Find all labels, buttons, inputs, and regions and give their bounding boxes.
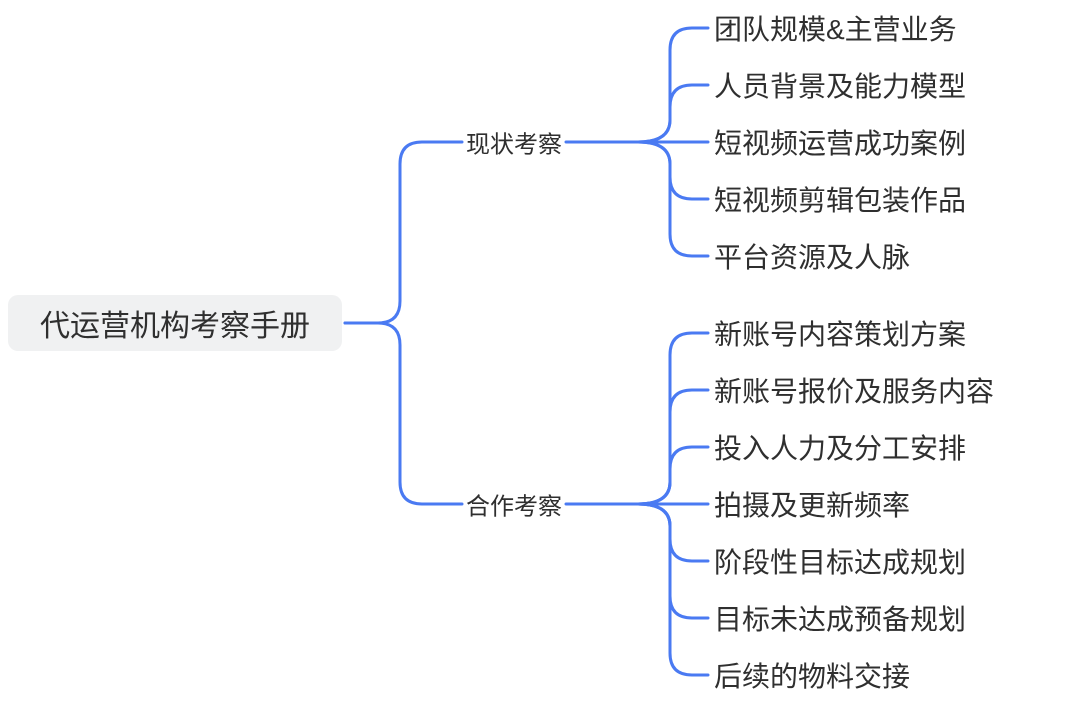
connector-branch1-child5 bbox=[636, 140, 710, 258]
connector-root-branch2 bbox=[343, 321, 464, 506]
connector-branch2-child7 bbox=[636, 502, 710, 677]
connector-branch2-child5 bbox=[636, 502, 710, 563]
leaf-node[interactable]: 阶段性目标达成规划 bbox=[714, 547, 967, 578]
branch-node-xianzhuang-kaocha[interactable]: 现状考察 bbox=[466, 131, 562, 159]
connector-branch1-child2 bbox=[636, 83, 710, 144]
connector-branch2-child3 bbox=[636, 445, 710, 506]
leaf-node[interactable]: 拍摄及更新频率 bbox=[714, 490, 911, 521]
connector-branch2-child1 bbox=[636, 331, 710, 506]
leaf-node[interactable]: 后续的物料交接 bbox=[714, 661, 911, 692]
leaf-node[interactable]: 投入人力及分工安排 bbox=[714, 433, 967, 464]
leaf-node[interactable]: 人员背景及能力模型 bbox=[714, 71, 967, 102]
leaf-node[interactable]: 平台资源及人脉 bbox=[714, 242, 911, 273]
leaf-node[interactable]: 团队规模&主营业务 bbox=[714, 14, 957, 45]
leaf-node[interactable]: 新账号内容策划方案 bbox=[714, 319, 967, 350]
leaf-node[interactable]: 短视频运营成功案例 bbox=[714, 128, 967, 159]
leaf-node[interactable]: 短视频剪辑包装作品 bbox=[714, 185, 967, 216]
branch-node-hezuo-kaocha[interactable]: 合作考察 bbox=[466, 493, 562, 521]
connector-branch1-child4 bbox=[636, 140, 710, 201]
connector-root-branch1 bbox=[343, 140, 464, 325]
leaf-node[interactable]: 新账号报价及服务内容 bbox=[714, 376, 995, 407]
root-node[interactable]: 代运营机构考察手册 bbox=[8, 295, 342, 351]
leaf-node[interactable]: 目标未达成预备规划 bbox=[714, 604, 967, 635]
